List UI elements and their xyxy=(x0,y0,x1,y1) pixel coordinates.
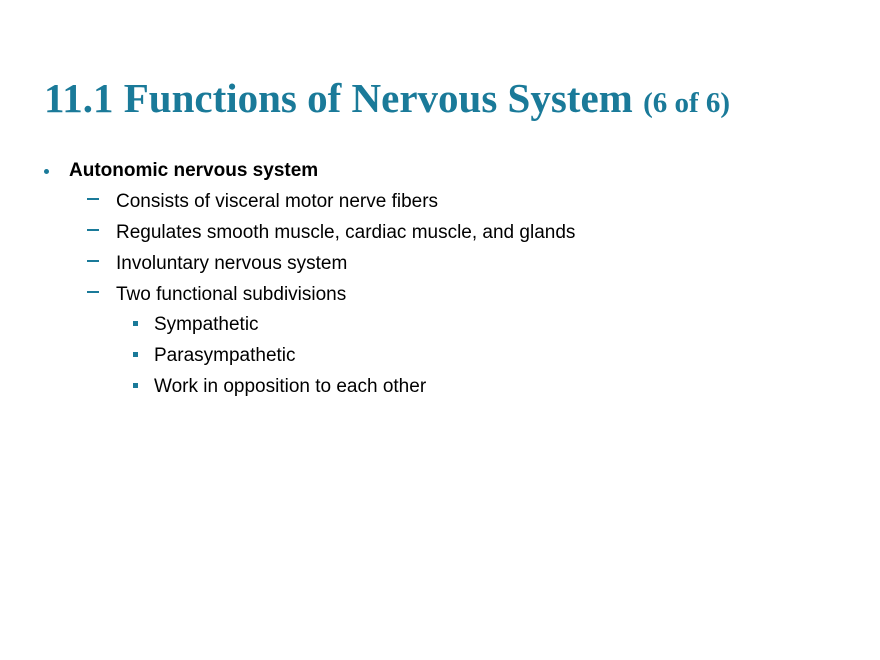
bullet-text: Sympathetic xyxy=(154,314,259,335)
bullet-item-level2: Involuntary nervous system xyxy=(87,252,347,276)
bullet-dash-icon xyxy=(87,229,99,231)
bullet-text: Consists of visceral motor nerve fibers xyxy=(116,191,439,212)
bullet-item-level2: Two functional subdivisions xyxy=(87,283,346,307)
bullet-text: Autonomic nervous system xyxy=(69,160,319,181)
bullet-text: Work in opposition to each other xyxy=(154,376,427,397)
bullet-text: Parasympathetic xyxy=(154,345,296,366)
bullet-dash-icon xyxy=(87,291,99,293)
bullet-square-icon xyxy=(133,321,138,326)
bullet-dash-icon xyxy=(87,260,99,262)
bullet-text: Regulates smooth muscle, cardiac muscle,… xyxy=(116,222,576,243)
bullet-item-level3: Work in opposition to each other xyxy=(133,375,426,399)
slide-title: 11.1 Functions of Nervous System (6 of 6… xyxy=(44,74,730,127)
title-page-indicator: (6 of 6) xyxy=(643,87,731,119)
bullet-item-level2: Consists of visceral motor nerve fibers xyxy=(87,190,438,214)
bullet-text: Involuntary nervous system xyxy=(116,253,348,274)
bullet-text: Two functional subdivisions xyxy=(116,284,347,305)
bullet-item-level1: Autonomic nervous system xyxy=(44,159,318,183)
bullet-item-level3: Sympathetic xyxy=(133,313,259,337)
bullet-dot-icon xyxy=(44,169,49,174)
bullet-square-icon xyxy=(133,383,138,388)
title-main: 11.1 Functions of Nervous System xyxy=(44,75,633,121)
bullet-square-icon xyxy=(133,352,138,357)
bullet-item-level3: Parasympathetic xyxy=(133,344,296,368)
bullet-dash-icon xyxy=(87,198,99,200)
bullet-item-level2: Regulates smooth muscle, cardiac muscle,… xyxy=(87,221,575,245)
